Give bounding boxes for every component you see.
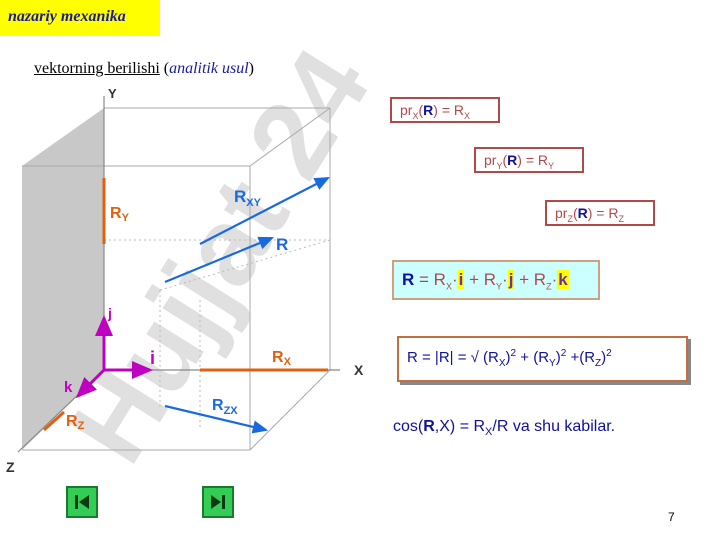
page-number: 7: [668, 510, 675, 524]
subtitle-main: vektorning berilishi: [34, 60, 160, 77]
prz-box: prZ(R) = RZ: [545, 200, 655, 226]
prev-icon: [75, 495, 89, 509]
subtitle: vektorning berilishi (analitik usul): [34, 60, 254, 78]
box-edges: [22, 107, 331, 451]
axis-x-label: X: [354, 362, 364, 378]
rz-label: RZ: [66, 413, 85, 432]
r-label: R: [276, 235, 288, 254]
j-label: j: [107, 305, 112, 321]
ry-label: RY: [110, 205, 130, 224]
axis-z-label: Z: [6, 459, 15, 475]
pry-box: prY(R) = RY: [474, 147, 584, 173]
k-label: k: [64, 379, 73, 396]
rz-segment: [42, 410, 66, 432]
vector-formula: R = RX·i + RY·j + RZ·k: [392, 260, 600, 300]
subtitle-italic: analitik usul: [169, 60, 249, 77]
prx-box: prX(R) = RX: [390, 97, 500, 123]
back-wall: [22, 108, 104, 450]
header-tag-text: nazariy mexanika: [8, 8, 126, 25]
subtitle-open: (: [163, 60, 170, 77]
header-tag: nazariy mexanika: [0, 0, 160, 36]
next-button[interactable]: [202, 486, 234, 518]
next-icon: [211, 495, 225, 509]
rx-label: RX: [272, 349, 292, 368]
subtitle-close: ): [248, 60, 254, 77]
r-arrow: [164, 236, 275, 284]
rzx-arrow: [164, 404, 269, 434]
k-unit-vector: [75, 368, 106, 399]
cosine-line: cos(R,X) = RX/R va shu kabilar.: [393, 418, 616, 439]
rzx-label: RZX: [212, 397, 238, 417]
rxy-label: RXY: [234, 187, 262, 209]
rxy-arrow: [199, 176, 330, 245]
magnitude-formula: R = |R| = √ (RX)2 + (RY)2 +(RZ)2: [397, 336, 688, 382]
i-label: i: [150, 348, 155, 368]
prev-button[interactable]: [66, 486, 98, 518]
axis-y-label: Y: [108, 86, 117, 101]
